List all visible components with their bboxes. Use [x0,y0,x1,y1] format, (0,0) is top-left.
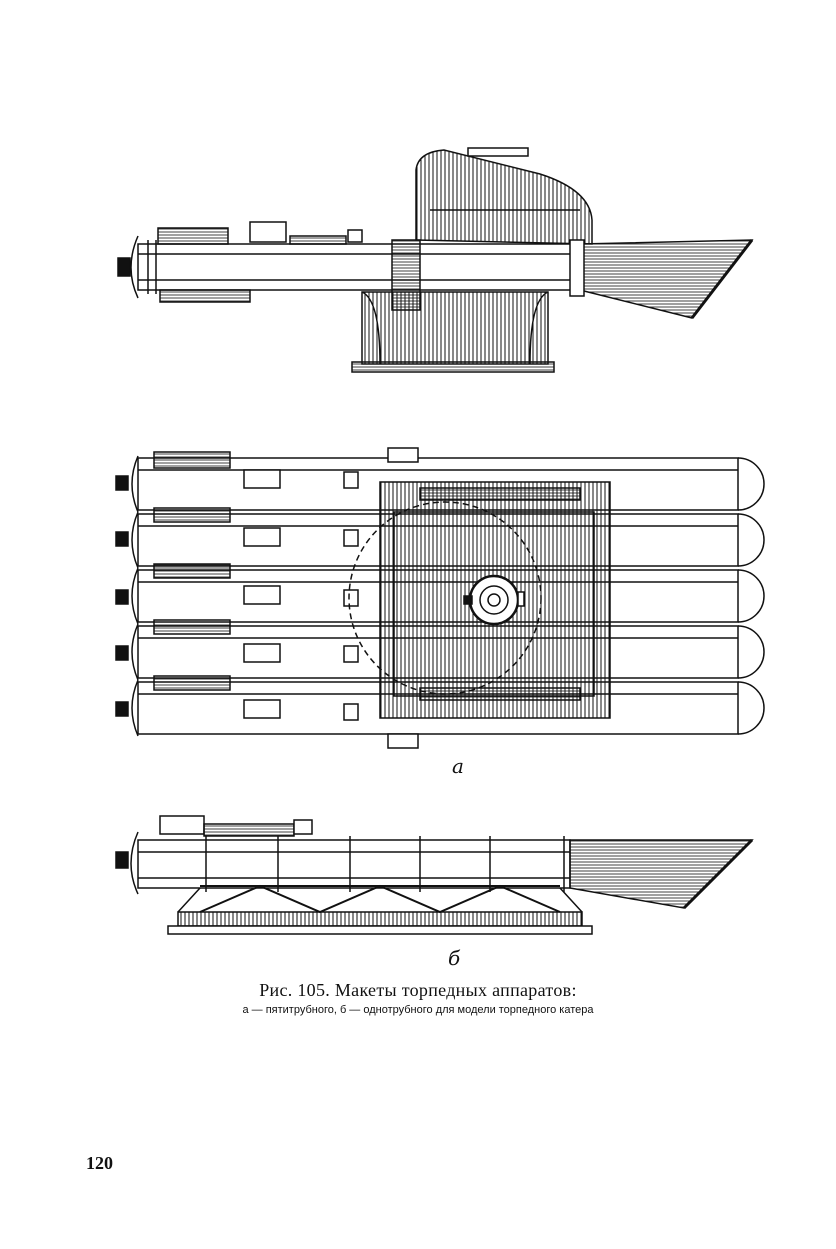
page-number: 120 [86,1153,113,1173]
drawing-top-view [115,447,765,749]
label-b: б [448,946,461,970]
figure-caption-subtitle: а — пятитрубного, б — однотрубного для м… [242,1004,594,1016]
drawing-side-view [117,147,754,373]
label-a: а [452,754,464,778]
figure-caption-title: Рис. 105. Макеты торпедных аппаратов: [259,980,577,1000]
drawing-single-tube [115,815,754,935]
